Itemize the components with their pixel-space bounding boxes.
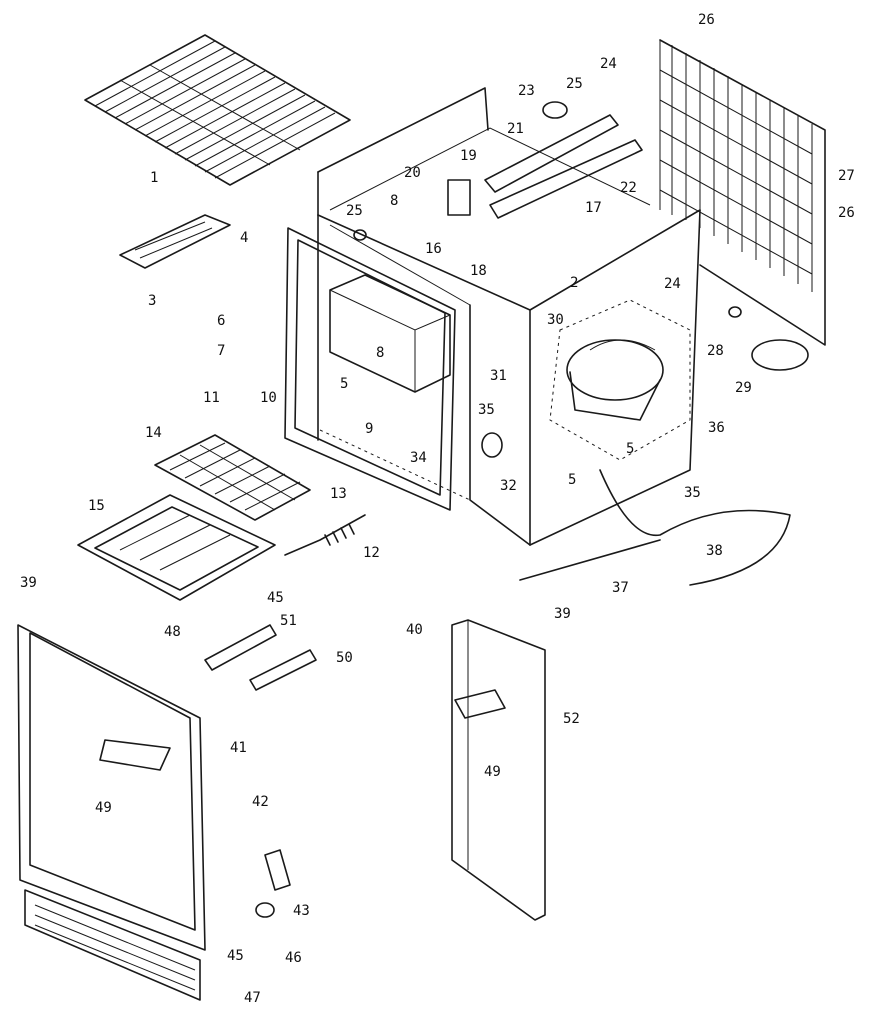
label-4: 4 (240, 230, 248, 246)
label-3: 3 (148, 293, 156, 309)
label-37: 37 (612, 580, 629, 596)
drain-pan (751, 339, 809, 371)
label-23: 23 (518, 83, 535, 99)
label-34: 34 (410, 450, 427, 466)
handles (99, 689, 506, 771)
cabinet (317, 87, 701, 546)
label-22: 22 (620, 180, 637, 196)
top-channels (484, 114, 643, 219)
label-41: 41 (230, 740, 247, 756)
label-20: 20 (404, 165, 421, 181)
condenser-coil (659, 39, 826, 346)
label-26a: 26 (698, 12, 715, 28)
label-17: 17 (585, 200, 602, 216)
label-36: 36 (708, 420, 725, 436)
label-1: 1 (150, 170, 158, 186)
thermostat-bracket (447, 179, 471, 216)
label-25b: 25 (346, 203, 363, 219)
label-48: 48 (164, 624, 181, 640)
label-52: 52 (563, 711, 580, 727)
wire-shelf (84, 34, 351, 186)
ice-tray (119, 214, 231, 269)
label-7: 7 (217, 343, 225, 359)
label-8b: 8 (376, 345, 384, 361)
left-door (17, 624, 206, 951)
spring (284, 514, 366, 556)
label-39a: 39 (20, 575, 37, 591)
label-38: 38 (706, 543, 723, 559)
label-45a: 45 (267, 590, 284, 606)
label-35a: 35 (478, 402, 495, 418)
label-39b: 39 (554, 606, 571, 622)
gasket-clip (353, 229, 367, 241)
hinge-bracket (264, 849, 291, 891)
label-43: 43 (293, 903, 310, 919)
cap (255, 902, 275, 918)
compressor-area-outline (549, 299, 691, 461)
label-49b: 49 (484, 764, 501, 780)
fitting-23 (542, 101, 568, 119)
callout-labels: 1 2 3 4 5 6 7 8 8 9 10 11 12 13 14 15 16… (20, 12, 855, 1006)
label-25a: 25 (566, 76, 583, 92)
freezer-compartment (329, 274, 451, 393)
label-51: 51 (280, 613, 297, 629)
label-18: 18 (470, 263, 487, 279)
label-46: 46 (285, 950, 302, 966)
toe-grille (24, 889, 201, 1001)
label-6: 6 (217, 313, 225, 329)
label-9: 9 (365, 421, 373, 437)
label-5b: 5 (568, 472, 576, 488)
label-12: 12 (363, 545, 380, 561)
label-31: 31 (490, 368, 507, 384)
label-49a: 49 (95, 800, 112, 816)
label-28: 28 (707, 343, 724, 359)
label-5: 5 (340, 376, 348, 392)
label-45b: 45 (227, 948, 244, 964)
label-8a: 8 (390, 193, 398, 209)
label-50: 50 (336, 650, 353, 666)
label-32: 32 (500, 478, 517, 494)
label-15: 15 (88, 498, 105, 514)
label-11: 11 (203, 390, 220, 406)
label-29: 29 (735, 380, 752, 396)
ice-rack (154, 434, 311, 521)
drip-tray (77, 494, 276, 601)
label-27: 27 (838, 168, 855, 184)
label-26b: 26 (838, 205, 855, 221)
grommet-24 (728, 306, 742, 318)
label-21: 21 (507, 121, 524, 137)
label-13: 13 (330, 486, 347, 502)
label-24b: 24 (664, 276, 681, 292)
hinge-plates (204, 624, 317, 691)
label-30: 30 (547, 312, 564, 328)
right-door (451, 619, 546, 921)
label-42: 42 (252, 794, 269, 810)
label-16: 16 (425, 241, 442, 257)
relay-box (481, 432, 503, 458)
label-19: 19 (460, 148, 477, 164)
label-10: 10 (260, 390, 277, 406)
power-cord (519, 469, 791, 586)
label-47: 47 (244, 990, 261, 1006)
label-5c: 5 (626, 441, 634, 457)
label-24a: 24 (600, 56, 617, 72)
label-40: 40 (406, 622, 423, 638)
label-14: 14 (145, 425, 162, 441)
door-gasket (284, 227, 456, 511)
label-35b: 35 (684, 485, 701, 501)
compressor (566, 339, 664, 421)
label-2: 2 (570, 275, 578, 291)
